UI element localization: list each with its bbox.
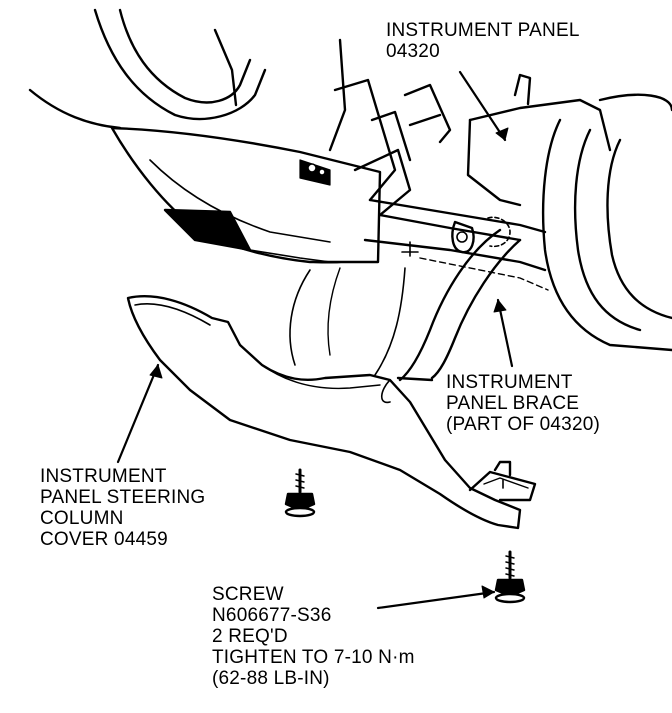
label-column-cover-line4: COVER 04459 [40, 529, 168, 550]
leader-screw [378, 592, 494, 608]
screw-right [494, 552, 526, 604]
label-panel-brace-line2: PANEL BRACE [446, 393, 580, 414]
label-screw-line5: (62-88 LB-IN) [212, 668, 330, 689]
screw-left [284, 470, 316, 518]
column-cover [128, 268, 535, 528]
label-instrument-panel-line1: INSTRUMENT PANEL [386, 20, 580, 41]
support-brackets [330, 40, 450, 215]
dash-upper-trim [30, 10, 265, 128]
label-screw-line3: 2 REQ'D [212, 626, 288, 647]
label-screw: SCREW N606677-S36 2 REQ'D TIGHTEN TO 7-1… [212, 584, 415, 689]
label-panel-brace-line3: (PART OF 04320) [446, 414, 601, 435]
label-column-cover: INSTRUMENT PANEL STEERING COLUMN COVER 0… [40, 466, 205, 550]
leader-arrows [118, 72, 512, 608]
label-column-cover-line1: INSTRUMENT [40, 466, 167, 487]
instrument-panel-body [468, 75, 672, 350]
leader-column-cover [118, 365, 158, 462]
label-screw-line2: N606677-S36 [212, 605, 332, 626]
label-panel-brace-line1: INSTRUMENT [446, 372, 573, 393]
label-panel-brace: INSTRUMENT PANEL BRACE (PART OF 04320) [446, 372, 600, 435]
label-screw-line4: TIGHTEN TO 7-10 N·m [212, 647, 415, 668]
label-column-cover-line2: PANEL STEERING [40, 487, 206, 508]
cross-member [365, 200, 548, 290]
label-instrument-panel: INSTRUMENT PANEL 04320 [386, 20, 580, 62]
label-column-cover-line3: COLUMN [40, 508, 124, 529]
panel-brace [398, 230, 520, 380]
label-screw-line1: SCREW [212, 584, 284, 605]
label-instrument-panel-line2: 04320 [386, 41, 440, 62]
lower-dash-shell [112, 128, 380, 263]
leader-instrument-panel [460, 72, 505, 140]
